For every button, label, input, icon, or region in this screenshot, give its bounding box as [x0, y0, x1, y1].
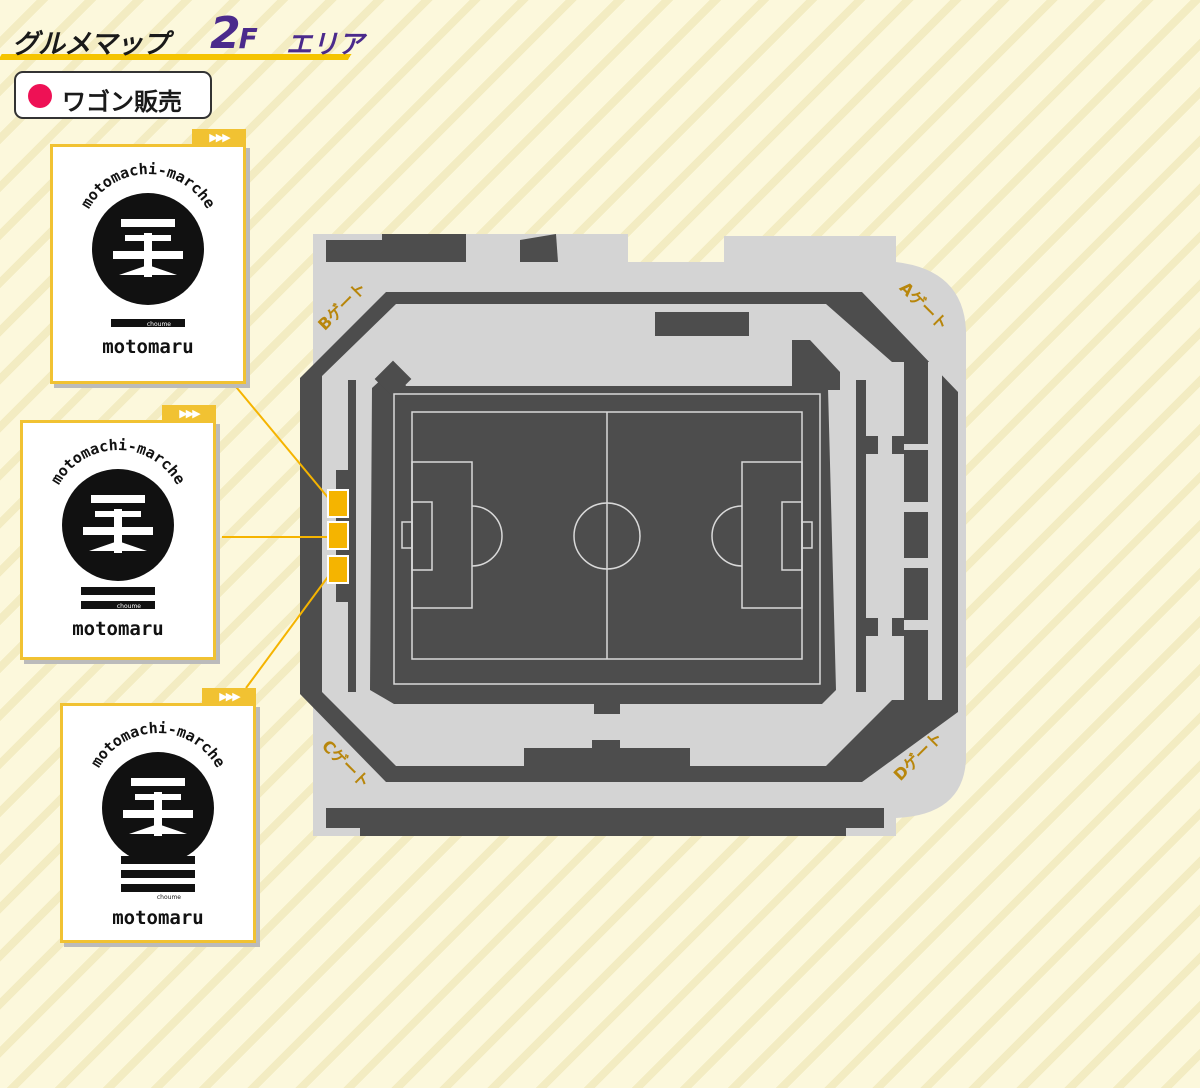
svg-text:choume: choume: [117, 603, 141, 610]
page-title: グルメマップ 2F エリア: [0, 0, 374, 62]
motomaru-logo: motomachi-marche choume motomaru: [87, 719, 229, 929]
right-inner-strip: [864, 618, 878, 636]
svg-text:motomaru: motomaru: [72, 618, 164, 640]
connector-line-1: [231, 381, 331, 501]
arrow-tab-icon: ▶▶▶: [192, 129, 246, 147]
svg-text:motomaru: motomaru: [102, 336, 194, 358]
wagon-dot-icon: [28, 84, 52, 108]
bottom-inner-block: [592, 740, 620, 750]
svg-text:choume: choume: [147, 321, 171, 328]
right-seat-box: [904, 568, 928, 620]
shop-card-2[interactable]: ▶▶▶ motomachi-marche choume motomaru: [20, 405, 216, 660]
shop-card-3[interactable]: ▶▶▶ motomachi-marche choume motomaru: [60, 688, 256, 943]
svg-text:motomaru: motomaru: [112, 907, 204, 929]
right-seat-box: [904, 362, 928, 444]
right-penalty-arc: [711, 505, 743, 567]
right-connector: [892, 436, 904, 454]
legend-label: ワゴン販売: [62, 88, 182, 116]
left-stand-bar: [348, 380, 356, 692]
motomaru-logo: motomachi-marche choume motomaru: [77, 160, 219, 358]
top-inner-block: [792, 340, 840, 390]
shop-card-1[interactable]: ▶▶▶ motomachi-marche choume motomaru: [50, 129, 246, 384]
bottom-outer-block: [326, 808, 884, 828]
right-goal: [801, 521, 813, 549]
right-seat-box: [904, 450, 928, 502]
motomaru-logo: motomachi-marche choume motomaru: [47, 436, 189, 640]
right-connector: [892, 618, 904, 636]
svg-text:choume: choume: [157, 894, 181, 901]
top-outer-block: [326, 240, 466, 262]
connector-line-3: [245, 573, 331, 689]
field-stand-top: [374, 360, 412, 398]
left-penalty-arc: [471, 505, 503, 567]
right-inner-strip: [856, 380, 866, 692]
top-outer-block: [520, 234, 558, 262]
wagon-marker: [327, 521, 349, 550]
right-seat-box: [904, 630, 928, 710]
floor-number: 2F: [210, 8, 258, 59]
center-circle: [573, 502, 641, 570]
arrow-tab-icon: ▶▶▶: [202, 688, 256, 706]
title-text: グルメマップ: [12, 29, 169, 60]
arrow-tab-icon: ▶▶▶: [162, 405, 216, 423]
top-inner-block: [655, 312, 749, 336]
bottom-outer-block: [360, 826, 846, 836]
legend-badge: ワゴン販売: [14, 71, 212, 119]
left-goal: [401, 521, 413, 549]
bottom-inner-block: [594, 688, 620, 714]
right-inner-strip: [864, 436, 878, 454]
bottom-inner-block: [524, 748, 690, 772]
area-label: エリア: [286, 30, 365, 60]
wagon-marker: [327, 555, 349, 584]
right-seat-box: [904, 512, 928, 558]
wagon-marker: [327, 489, 349, 518]
top-outer-block: [382, 234, 466, 242]
stand-ring: [300, 292, 958, 782]
